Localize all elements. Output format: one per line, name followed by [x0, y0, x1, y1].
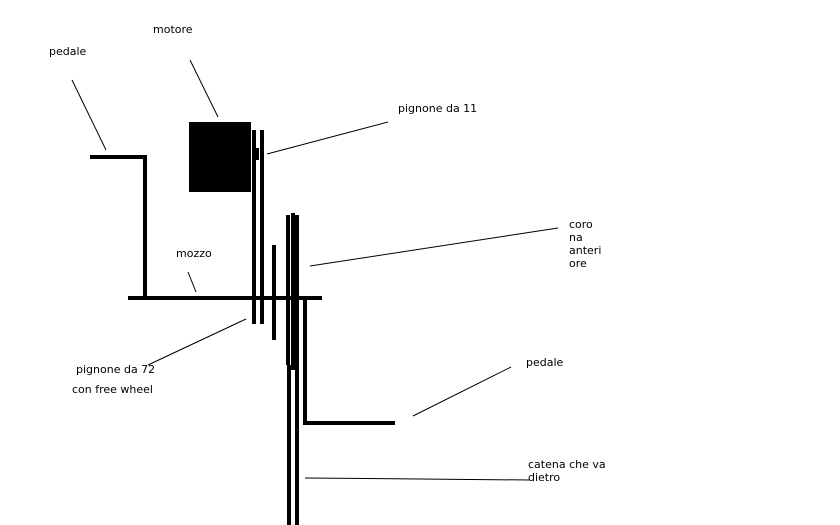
pinion-11 — [252, 130, 264, 324]
label-catena: catena che va dietro — [528, 458, 606, 484]
label-pignone-11: pignone da 11 — [398, 102, 477, 115]
label-motore: motore — [153, 23, 193, 36]
chain — [287, 365, 299, 525]
label-pignone-72: pignone da 72 con free wheel — [72, 363, 155, 396]
motor-block — [189, 122, 251, 192]
label-catena-line: dietro — [528, 471, 560, 484]
label-pignone-72-line: pignone da 72 — [76, 363, 155, 376]
label-pignone-72-line: con free wheel — [72, 383, 153, 396]
label-corona-line: anteri — [569, 244, 601, 257]
label-corona-line: coro — [569, 218, 593, 231]
label-pedale-left: pedale — [49, 45, 87, 58]
label-corona-line: ore — [569, 257, 587, 270]
leader-lines — [71, 59, 559, 481]
left-crank — [90, 155, 147, 300]
label-corona-line: na — [569, 231, 583, 244]
label-corona: coro na anteri ore — [569, 218, 601, 270]
label-mozzo: mozzo — [176, 247, 212, 260]
right-crank — [303, 296, 395, 425]
label-pedale-right: pedale — [526, 356, 564, 369]
label-catena-line: catena che va — [528, 458, 606, 471]
chainring — [286, 213, 299, 370]
